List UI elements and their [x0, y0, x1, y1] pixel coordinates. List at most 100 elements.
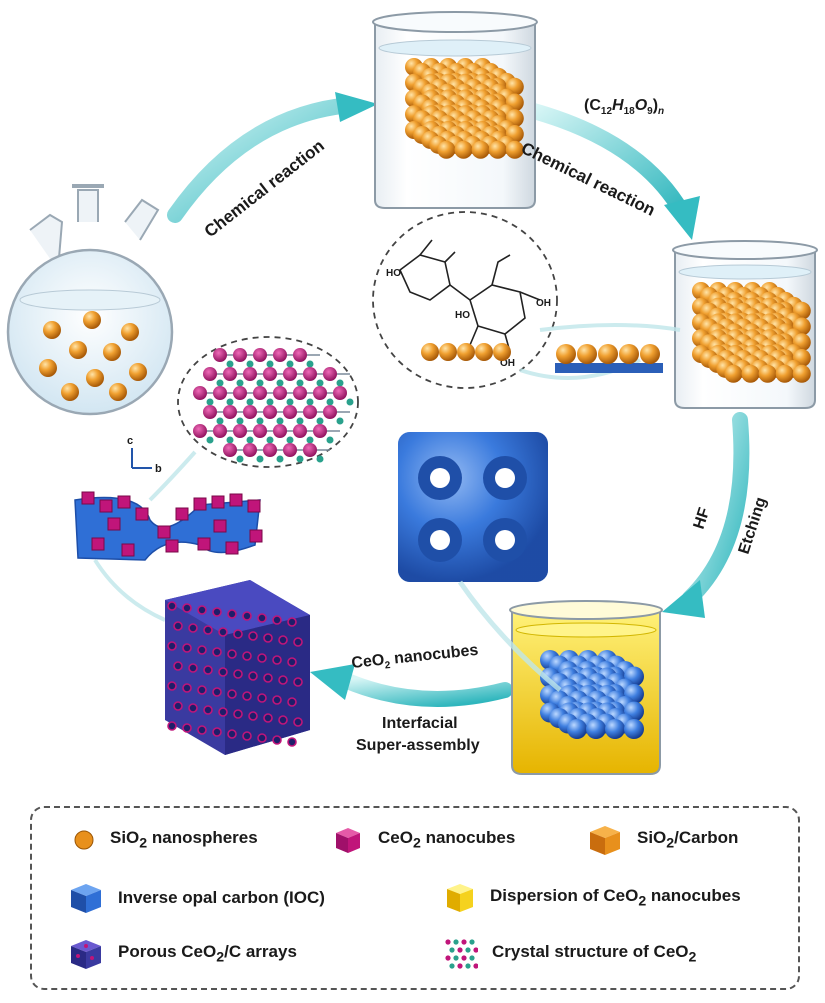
sio2-sphere [86, 369, 104, 387]
o-atom [266, 398, 274, 406]
sio2-sphere [619, 344, 639, 364]
pore [263, 673, 273, 683]
pore [197, 645, 207, 655]
connector-glow [93, 558, 166, 622]
molecule-oh-label: OH [500, 358, 515, 369]
ceo2-cube [249, 529, 263, 543]
crystal-axis: c b [127, 435, 162, 475]
ce-atom [223, 443, 237, 457]
sio2-carbon-sphere [792, 364, 811, 383]
pore [248, 671, 258, 681]
arrow-head-4 [310, 664, 355, 700]
pore [287, 737, 297, 747]
ce-atom [243, 443, 257, 457]
pore [287, 697, 297, 707]
ce-atom [293, 348, 307, 362]
legend-crystal: Crystal structure of CeO2 [444, 938, 696, 970]
ceo2-cube [165, 539, 179, 553]
pore [197, 725, 207, 735]
ceo2-cube [121, 543, 135, 557]
pore [242, 691, 252, 701]
sio2-sphere [61, 383, 79, 401]
sio2-carbon-sphere [488, 140, 507, 159]
legend-sio2-nanospheres: SiO2 nanospheres [72, 828, 258, 852]
ce-atom [323, 405, 337, 419]
crystal-atom [453, 939, 459, 945]
o-atom [236, 379, 244, 387]
pore [182, 603, 192, 613]
legend-dispersion: Dispersion of CeO2 nanocubes [444, 880, 741, 916]
pore [212, 727, 222, 737]
pore [257, 613, 267, 623]
sio2-carbon-sphere [471, 140, 490, 159]
ceo2-cube [225, 541, 239, 555]
o-atom [276, 455, 284, 463]
hf-label: HF [691, 505, 714, 531]
o-atom [266, 360, 274, 368]
pore [203, 665, 213, 675]
sio2-sphere [69, 341, 87, 359]
pore [272, 615, 282, 625]
arrow-head-3 [662, 580, 705, 618]
molecule-ho-label: HO [455, 310, 470, 321]
ceo2-cube [117, 495, 131, 509]
pore [233, 629, 243, 639]
o-atom [246, 436, 254, 444]
sio2-carbon-sphere [724, 364, 743, 383]
sio2-sphere [457, 343, 475, 361]
pore [263, 713, 273, 723]
o-atom [296, 379, 304, 387]
pore [257, 653, 267, 663]
ceo2-cube [247, 499, 261, 513]
ce-atom [283, 405, 297, 419]
beaker-ceo2-dispersion [509, 600, 663, 775]
ce-atom [243, 367, 257, 381]
ce-atom [263, 405, 277, 419]
o-atom [286, 360, 294, 368]
interfacial-label: Interfacial [382, 715, 458, 732]
pore [248, 711, 258, 721]
ce-atom [233, 348, 247, 362]
connector-glow [148, 450, 197, 502]
o-atom [256, 417, 264, 425]
o-atom [276, 417, 284, 425]
pore [203, 625, 213, 635]
legend-box: SiO2 nanospheres CeO2 nanocubes SiO2/Car… [30, 806, 800, 990]
ceo2-cube [99, 499, 113, 513]
pore [197, 605, 207, 615]
axis-c-label: c [127, 435, 133, 447]
ce-atom [303, 367, 317, 381]
pore [287, 657, 297, 667]
ce-atom [273, 424, 287, 438]
pore [278, 675, 288, 685]
connector-glow [457, 580, 562, 692]
sio2-carbon-sphere [758, 364, 777, 383]
legend-ceo2-nanocubes: CeO2 nanocubes [332, 824, 515, 856]
pore [233, 669, 243, 679]
ceo2-cube [193, 497, 207, 511]
ioc-sphere [567, 719, 587, 739]
o-atom [236, 455, 244, 463]
o-atom [286, 436, 294, 444]
beaker-sio2-carbon-2 [672, 240, 818, 409]
pore [248, 631, 258, 641]
crystal-atom [469, 939, 475, 945]
pore [263, 633, 273, 643]
pore [188, 663, 198, 673]
sio2-sphere [109, 383, 127, 401]
ceo2-cube [175, 507, 189, 521]
pore [227, 689, 237, 699]
pore [218, 627, 228, 637]
molecule-oh-label: OH [536, 298, 551, 309]
crystal-atom [473, 947, 478, 953]
o-atom [316, 379, 324, 387]
sio2-sphere [640, 344, 660, 364]
ceo2-nanocubes-arrow-label: CeO2 nanocubes [351, 642, 480, 675]
ce-atom [293, 386, 307, 400]
o-atom [226, 436, 234, 444]
pore [257, 733, 267, 743]
ce-atom [203, 367, 217, 381]
pore [218, 667, 228, 677]
pore [272, 655, 282, 665]
o-atom [226, 398, 234, 406]
